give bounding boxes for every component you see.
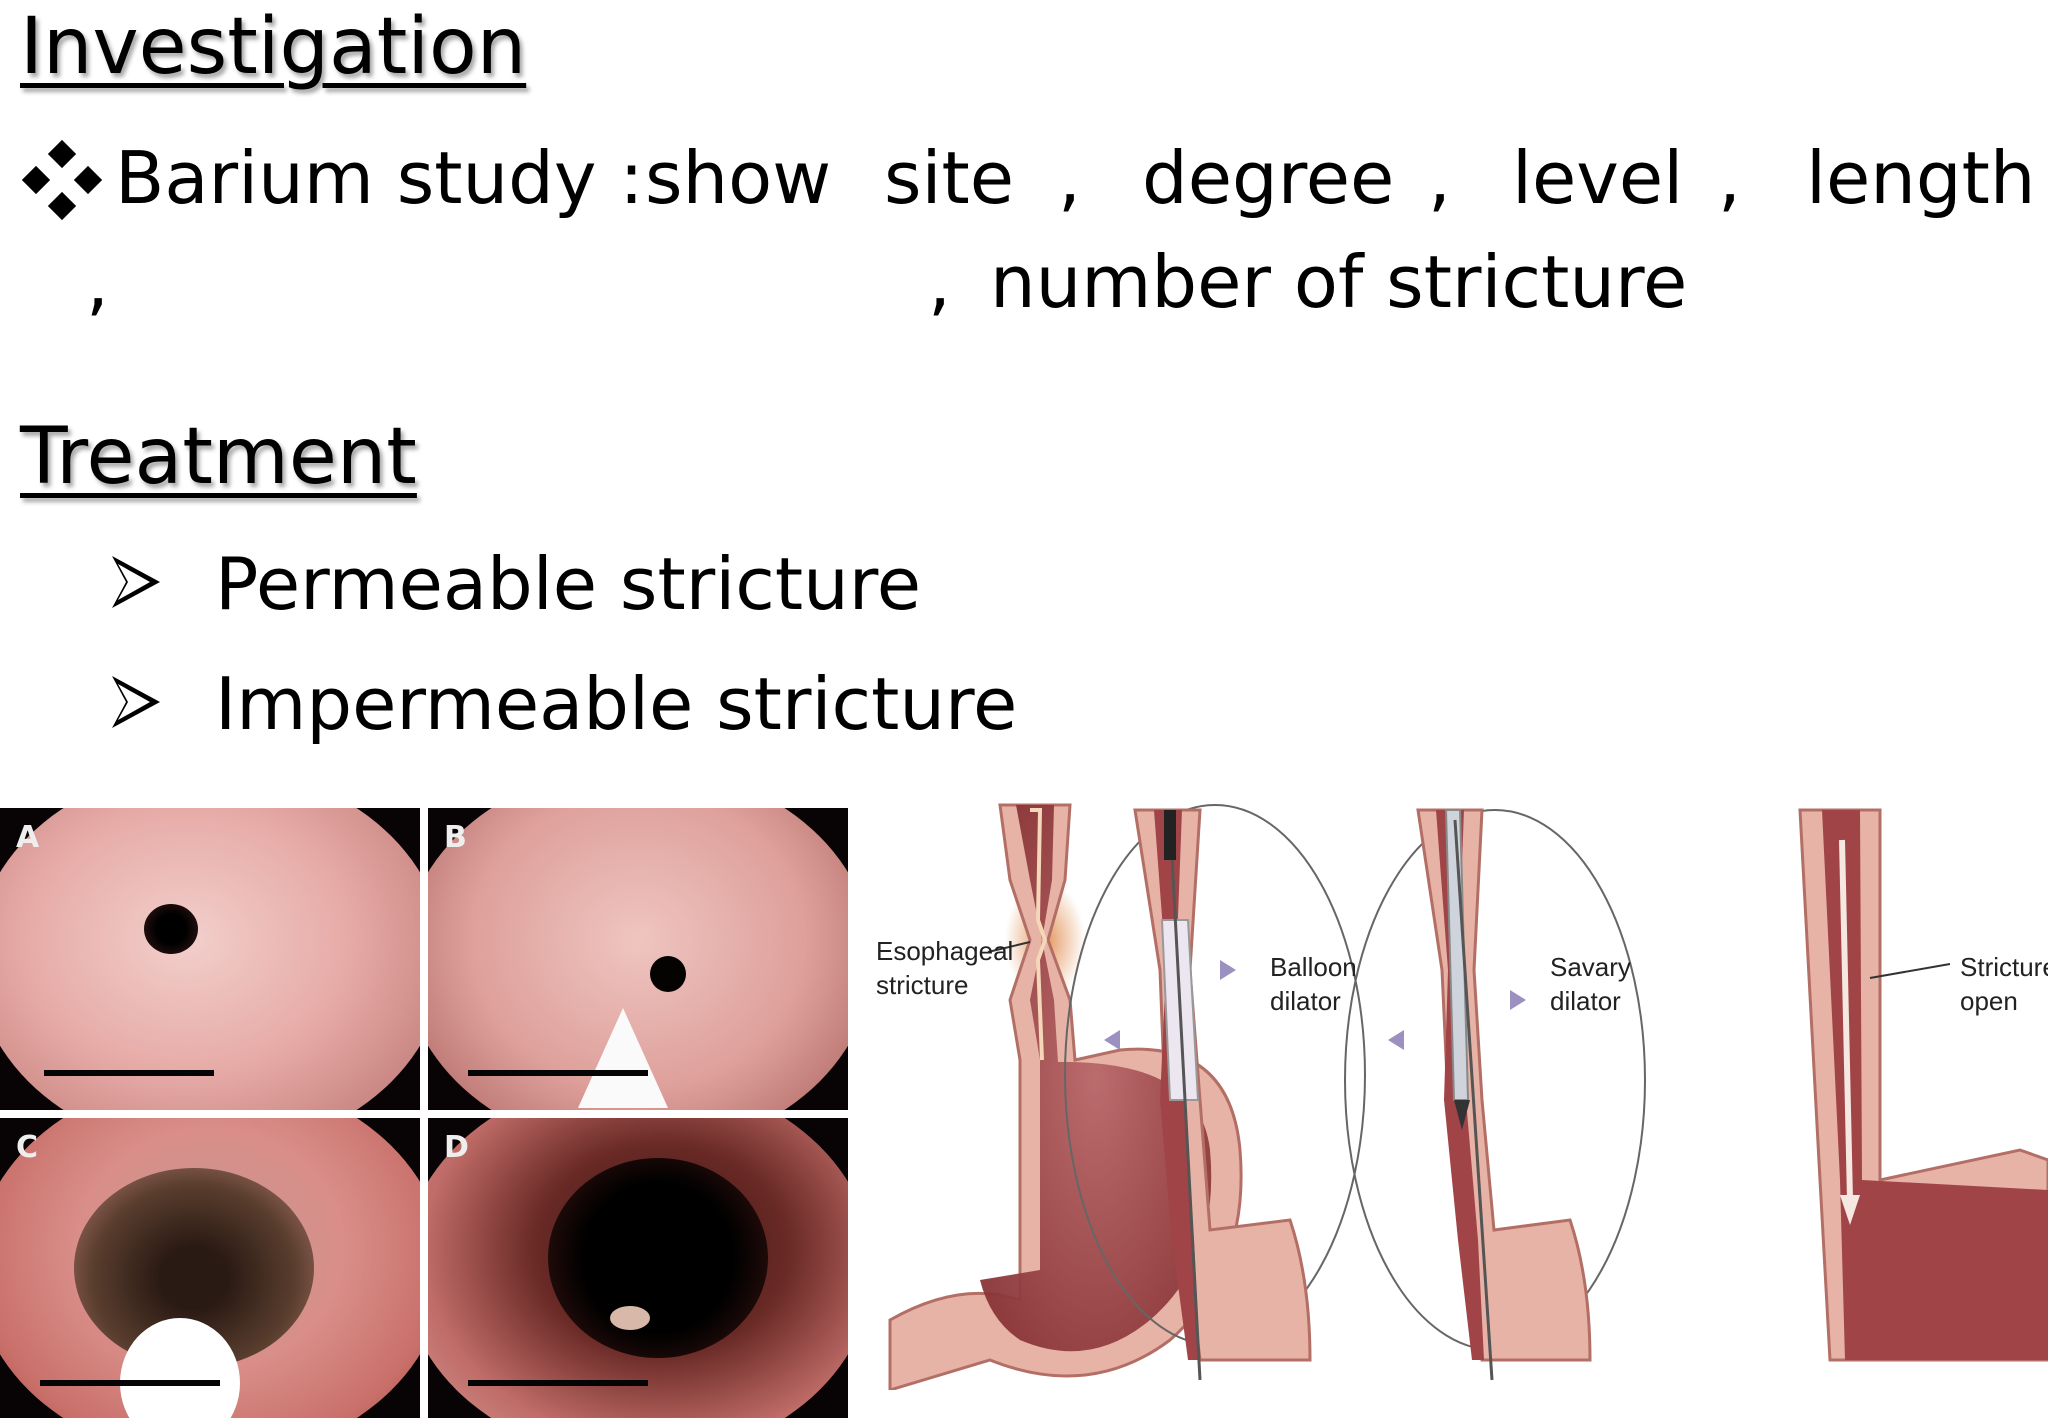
diamond-bullet-icon <box>21 139 103 221</box>
endoscopy-panel-a: A <box>0 808 420 1110</box>
savary-dilator-illustration <box>1344 808 1646 1381</box>
endoscopy-panel-c: C <box>0 1118 420 1418</box>
label-stricture-open-2: open <box>1960 986 2018 1016</box>
label-savary: Savary <box>1550 952 1631 982</box>
word-site: site <box>884 136 1015 220</box>
word-show: show <box>645 136 832 220</box>
label-balloon-dilator: dilator <box>1270 986 1341 1016</box>
barium-study-label: Barium study : <box>115 136 644 220</box>
label-esophageal: Esophageal <box>876 936 1013 966</box>
balloon-dilator-illustration <box>1064 804 1366 1381</box>
stricture-open-illustration <box>1798 808 2048 1362</box>
comma-2: , <box>1428 136 1451 220</box>
number-of-stricture: number of stricture <box>990 240 1688 324</box>
word-length: length <box>1806 136 2036 220</box>
label-savary-dilator: dilator <box>1550 986 1621 1016</box>
panel-letter: B <box>444 820 467 855</box>
label-stricture-open-1: Stricture <box>1960 952 2048 982</box>
panel-letter: A <box>16 820 40 855</box>
arrow-bullet-icon <box>112 676 160 728</box>
investigation-heading: Investigation <box>20 2 527 92</box>
endoscopy-image-grid: A B C D <box>0 808 848 1418</box>
arrow-bullet-icon <box>112 556 160 608</box>
comma-1: , <box>1058 136 1081 220</box>
comma-line2-b: , <box>928 240 951 324</box>
endoscopy-panel-d: D <box>428 1118 848 1418</box>
permeable-stricture: Permeable stricture <box>215 542 922 626</box>
esophageal-dilation-diagram: Esophageal stricture Balloon dilator Sav… <box>876 803 2048 1390</box>
comma-3: , <box>1718 136 1741 220</box>
word-degree: degree <box>1142 136 1395 220</box>
endoscopy-panel-b: B <box>428 808 848 1110</box>
word-level: level <box>1512 136 1684 220</box>
impermeable-stricture: Impermeable stricture <box>215 662 1018 746</box>
label-stricture: stricture <box>876 970 968 1000</box>
treatment-heading: Treatment <box>20 412 417 502</box>
panel-letter: C <box>16 1130 39 1165</box>
label-balloon: Balloon <box>1270 952 1357 982</box>
comma-line2-a: , <box>86 240 109 324</box>
panel-letter: D <box>444 1130 469 1165</box>
